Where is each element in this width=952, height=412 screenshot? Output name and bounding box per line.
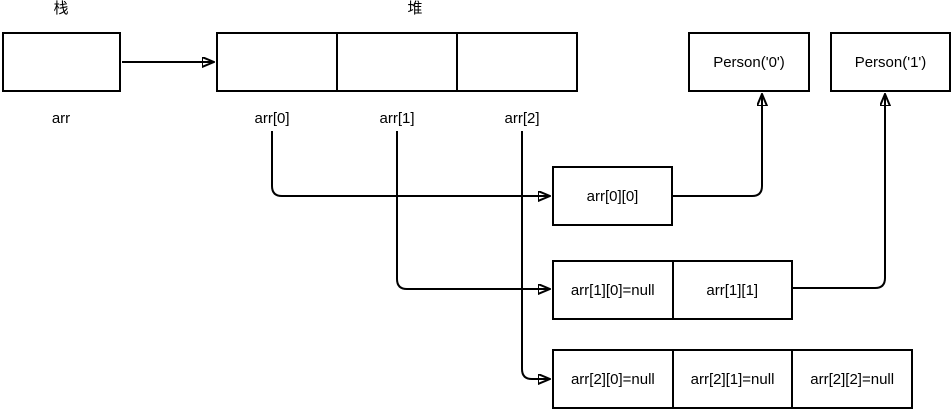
arrow-arr2-to-row2 [521, 131, 549, 379]
cell-arr2-2: arr[2][2]=null [810, 370, 895, 388]
person-1-label: Person('1') [854, 53, 927, 71]
row-arr2-box: arr[2][0]=null arr[2][1]=null arr[2][2]=… [552, 349, 913, 409]
stack-arr-label: arr [51, 110, 71, 127]
arrow-arr0-to-row0 [271, 131, 549, 196]
pointer-label-arr2: arr[2] [504, 110, 540, 127]
person-0-box: Person('0') [688, 32, 810, 92]
person-0-label: Person('0') [713, 53, 785, 71]
heap-region-label: 堆 [407, 0, 423, 17]
stack-arr-cell [4, 34, 119, 90]
pointer-label-arr1: arr[1] [379, 110, 415, 127]
cell-arr1-1: arr[1][1] [706, 281, 759, 299]
array-slot-2 [458, 34, 576, 90]
row-arr1-box: arr[1][0]=null arr[1][1] [552, 260, 793, 320]
person-1-box: Person('1') [830, 32, 951, 92]
heap-array-box [216, 32, 578, 92]
cell-arr1-0: arr[1][0]=null [554, 262, 674, 318]
arrow-arr00-to-person0 [673, 95, 762, 197]
stack-region-label: 栈 [53, 0, 69, 17]
cell-arr0-0: arr[0][0] [586, 187, 639, 205]
pointer-label-arr0: arr[0] [254, 110, 290, 127]
cell-arr2-0: arr[2][0]=null [554, 351, 674, 407]
array-slot-1 [338, 34, 458, 90]
row-arr0-box: arr[0][0] [552, 166, 673, 226]
cell-arr2-1: arr[2][1]=null [674, 351, 794, 407]
array-slot-0 [218, 34, 338, 90]
arrow-arr11-to-person1 [793, 95, 885, 289]
arrow-arr1-to-row1 [396, 131, 549, 289]
stack-arr-box [2, 32, 121, 92]
